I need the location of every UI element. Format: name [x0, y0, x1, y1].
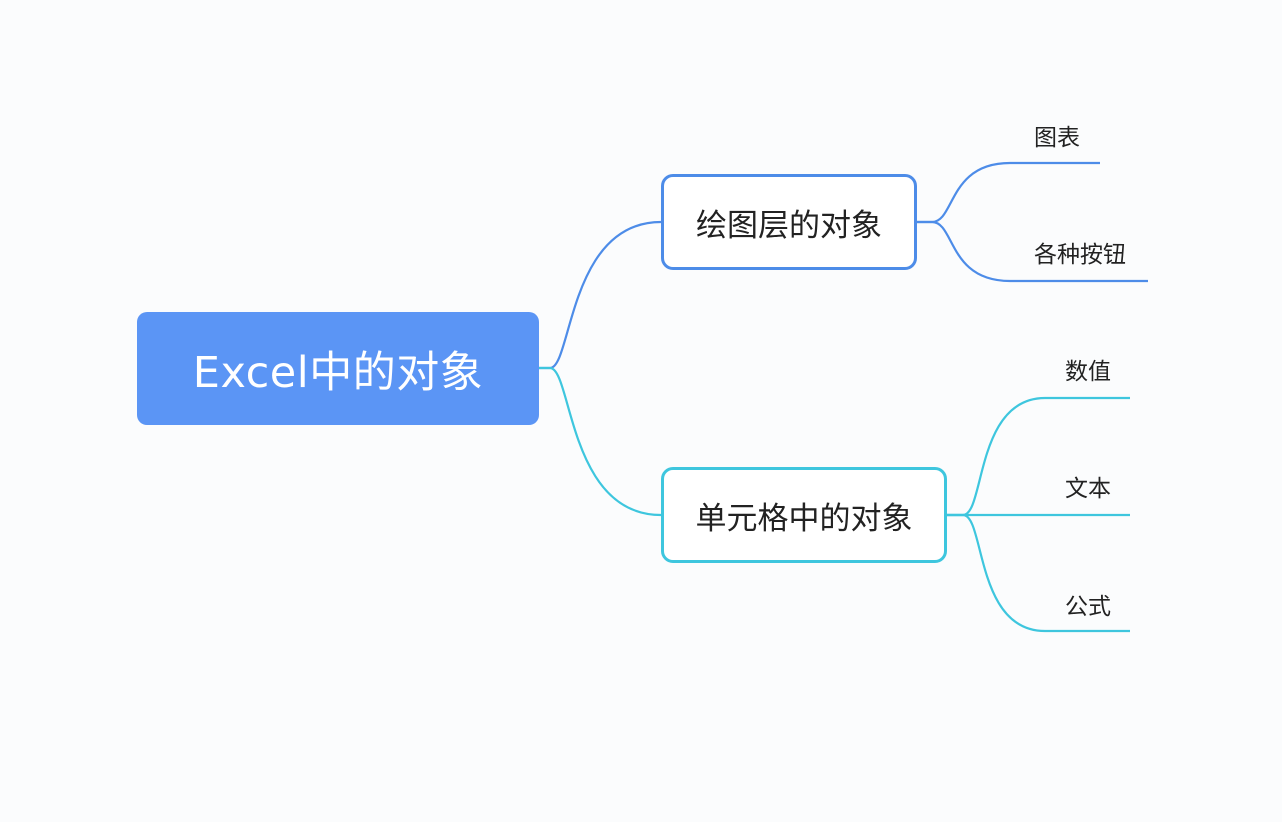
- branch-node-drawing-layer-objects[interactable]: 绘图层的对象: [661, 174, 917, 270]
- connector-root-to-cell-objects: [539, 366, 662, 517]
- connector-to-chart: [917, 161, 1100, 224]
- connector-to-buttons: [917, 220, 1148, 283]
- root-node[interactable]: Excel中的对象: [137, 312, 539, 425]
- connector-to-formula: [947, 513, 1130, 633]
- leaf-node-chart[interactable]: 图表: [1034, 125, 1080, 151]
- connector-to-value: [947, 396, 1130, 517]
- leaf-node-value[interactable]: 数值: [1065, 359, 1111, 385]
- leaf-node-buttons[interactable]: 各种按钮: [1034, 242, 1126, 268]
- connector-root-to-drawing-layer: [539, 220, 662, 370]
- branch-node-cell-objects[interactable]: 单元格中的对象: [661, 467, 947, 563]
- leaf-node-formula[interactable]: 公式: [1065, 594, 1111, 620]
- leaf-node-text[interactable]: 文本: [1065, 476, 1111, 502]
